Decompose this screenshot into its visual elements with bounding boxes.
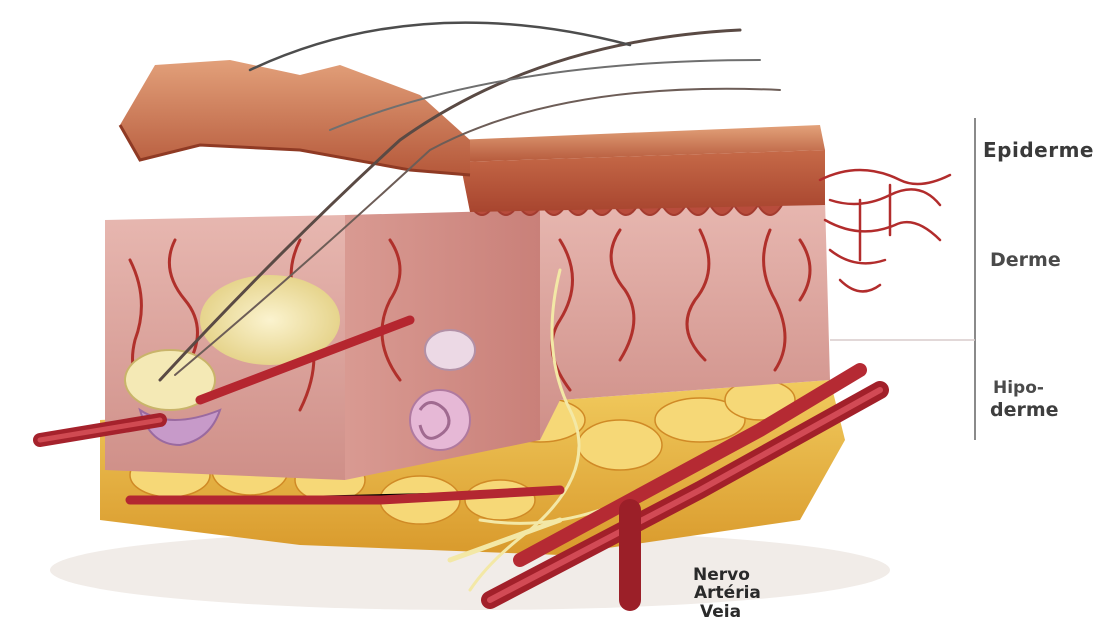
label-nerve: Nervo <box>693 567 750 584</box>
capillary-network <box>820 170 950 291</box>
label-vein: Veia <box>700 604 741 621</box>
layer-scale-bar <box>830 118 975 440</box>
label-hypodermis-line2: derme <box>990 399 1059 421</box>
label-epidermis: Epiderme <box>983 138 1094 162</box>
label-artery: Artéria <box>694 585 761 602</box>
label-hypodermis-line1: Hipo- <box>993 378 1044 398</box>
epidermis-flap <box>120 60 470 175</box>
label-dermis: Derme <box>990 249 1061 271</box>
